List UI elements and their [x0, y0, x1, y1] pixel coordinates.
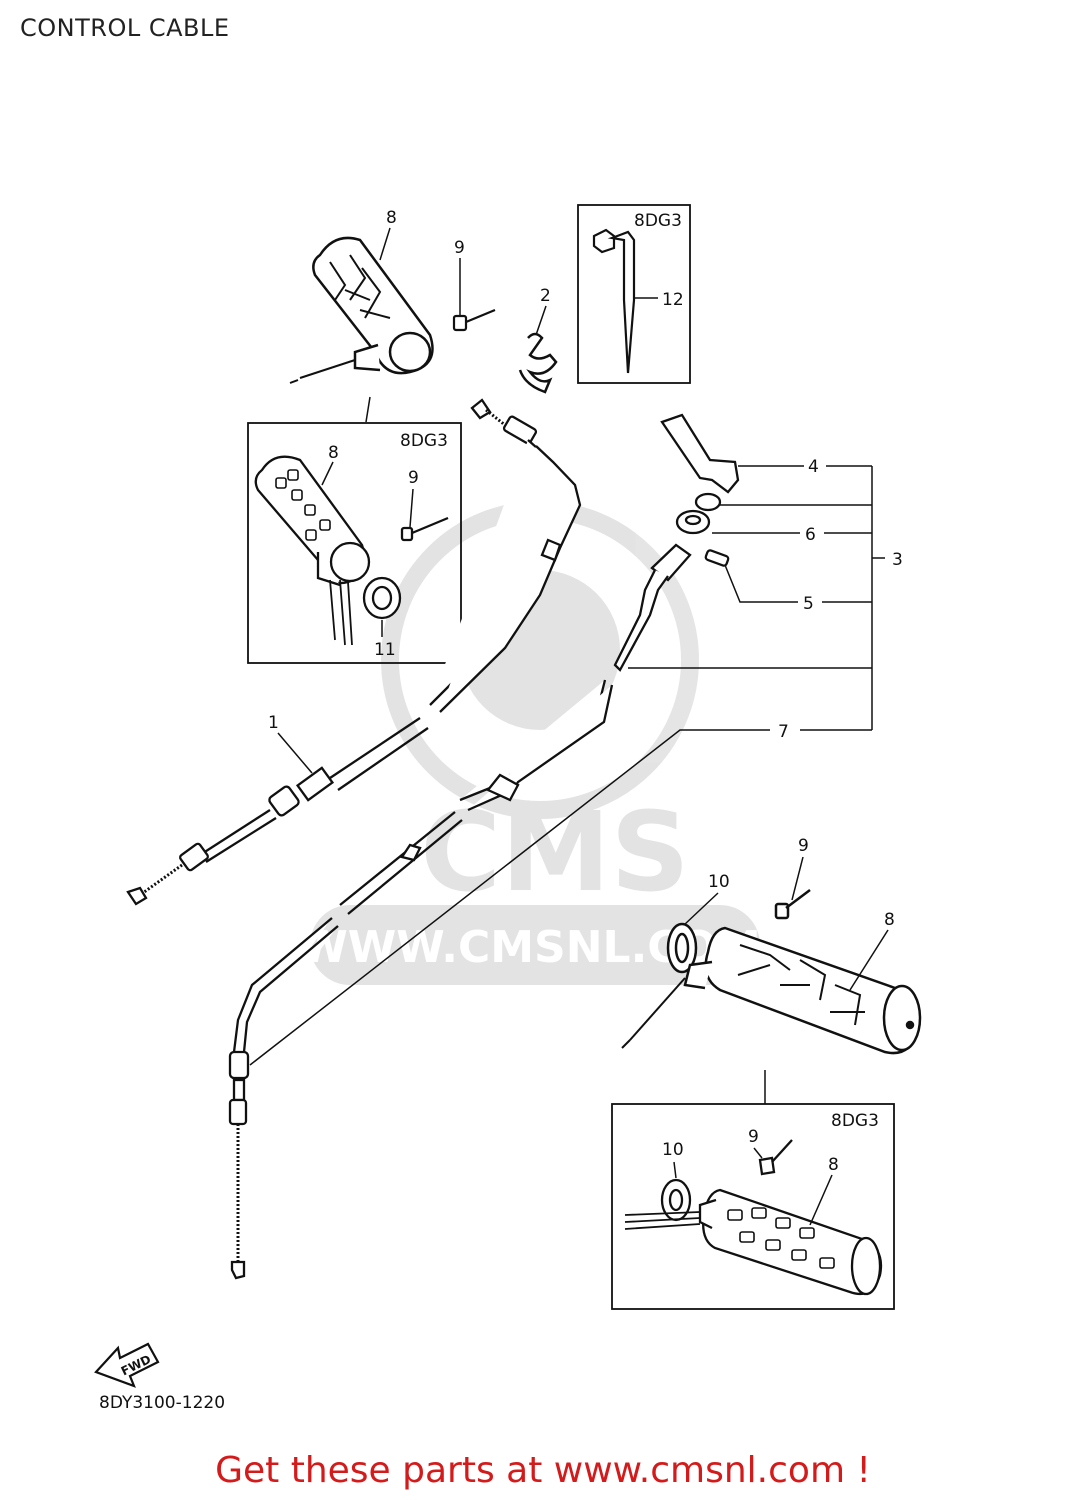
fwd-arrow-icon: FWD	[94, 1342, 160, 1388]
part-callout-label: 8DG3	[634, 211, 682, 231]
throttle-assembly	[613, 413, 740, 672]
part-callout-label: 12	[662, 290, 684, 310]
page-title: CONTROL CABLE	[20, 14, 230, 42]
callout-lines-right	[249, 465, 885, 1066]
promo-link[interactable]: Get these parts at www.cmsnl.com !	[215, 1450, 871, 1491]
part-callout-label: 9	[748, 1127, 759, 1147]
part-callout-label: 7	[778, 722, 789, 742]
part-callout-label: 8	[884, 910, 895, 930]
part-callout-label: 8	[828, 1155, 839, 1175]
clip-part-2	[518, 332, 558, 394]
box-bottom-right: 8DG3 10 9 8	[611, 1070, 895, 1310]
part-callout-label: 8	[328, 443, 339, 463]
grip-top-left	[289, 236, 434, 384]
part-callout-label: 8	[386, 208, 397, 228]
part-callout-label: 8DG3	[831, 1111, 879, 1131]
screw-top	[452, 308, 496, 332]
cable-part-1	[126, 398, 582, 906]
part-callout-label: 9	[454, 238, 465, 258]
part-callout-label: 9	[798, 836, 809, 856]
part-callout-label: 1	[268, 713, 279, 733]
part-callout-label: 6	[805, 525, 816, 545]
box-top-right: 8DG3 12	[577, 204, 691, 384]
part-callout-label: 10	[662, 1140, 684, 1160]
cable-part-7	[228, 679, 614, 1280]
part-callout-label: 8DG3	[400, 431, 448, 451]
watermark-brand: CMS	[420, 788, 689, 916]
grip-right	[621, 889, 922, 1055]
drawing-number: 8DY3100-1220	[99, 1393, 225, 1413]
box-left: 8DG3 8 9 11	[247, 396, 462, 664]
part-callout-label: 11	[374, 640, 396, 660]
part-callout-label: 2	[540, 286, 551, 306]
part-callout-label: 10	[708, 872, 730, 892]
part-callout-label: 3	[892, 550, 903, 570]
part-callout-label: 4	[808, 457, 819, 477]
part-callout-label: 5	[803, 594, 814, 614]
part-callout-label: 9	[408, 468, 419, 488]
